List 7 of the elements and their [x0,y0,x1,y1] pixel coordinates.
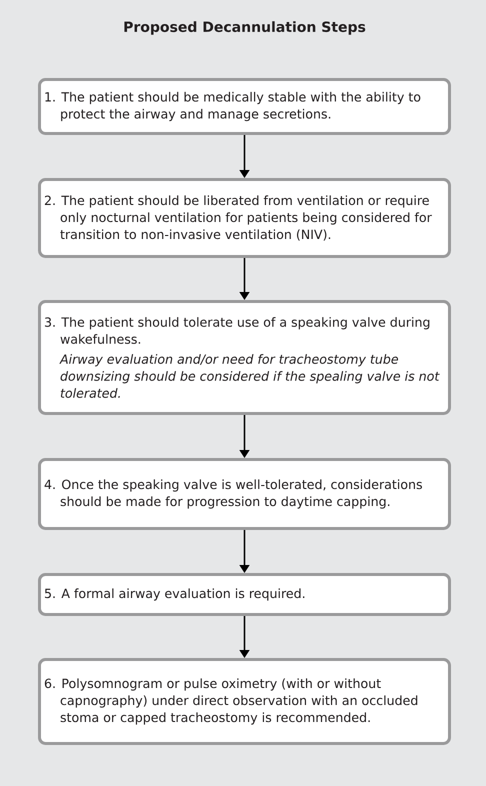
process-box: 6. Polysomnogram or pulse oximetry (with or without capnography) under direct observation with an occluded stoma or capped tracheostomy is recommended. [38,658,451,745]
process-box: 3. The patient should tolerate use of a speaking valve during wakefulness. Airway evaluation and/or need for tracheostomy tube downsizing should be considered if the spealing valve is not tolerated. [38,300,451,415]
process-box: 1. The patient should be medically stable with the ability to protect the airway and manage secretions. [38,78,451,135]
process-box: 4. Once the speaking valve is well-tolerated, considerations should be made for progression to daytime capping. [38,458,451,530]
process-box: 2. The patient should be liberated from ventilation or require only nocturnal ventilation for patients being considered for transition to non-invasive ventilation (NIV). [38,178,451,258]
process-box: 5. A formal airway evaluation is required. [38,573,451,616]
title: Proposed Decannulation Steps [124,21,366,35]
